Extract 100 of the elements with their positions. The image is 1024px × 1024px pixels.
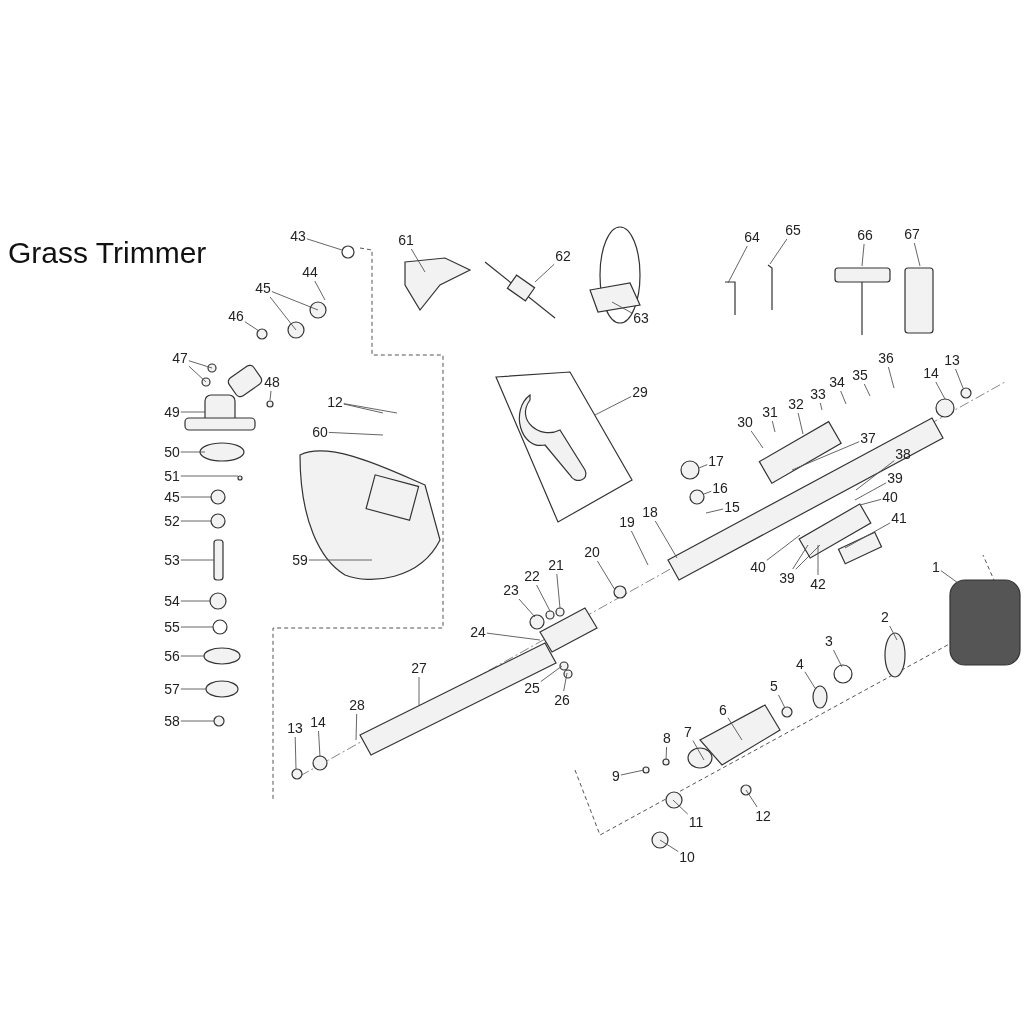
callout-number: 65 (785, 222, 801, 238)
leader-line (859, 498, 882, 506)
callout-number: 7 (684, 724, 692, 740)
callout-number: 33 (810, 386, 826, 402)
leader-line (745, 789, 758, 808)
leader-line (410, 248, 426, 273)
callout-number: 14 (310, 714, 326, 730)
leader-line (188, 360, 213, 369)
leader-line (804, 671, 816, 689)
leader-line (795, 544, 821, 570)
leader-line (343, 403, 384, 414)
leader-line (271, 291, 319, 311)
callout-number: 57 (164, 681, 180, 697)
callout-number: 32 (788, 396, 804, 412)
callout-number: 23 (503, 582, 519, 598)
callout-number: 61 (398, 232, 414, 248)
callout-number: 39 (887, 470, 903, 486)
leader-line (630, 530, 649, 566)
leader-line (540, 665, 563, 683)
callout-number: 55 (164, 619, 180, 635)
callout-number: 11 (688, 814, 704, 830)
callout-number: 53 (164, 552, 180, 568)
callout-number: 66 (857, 227, 873, 243)
leader-line (863, 383, 871, 397)
leader-line (791, 441, 860, 471)
callout-number: 1 (932, 559, 940, 575)
callout-number: 38 (895, 446, 911, 462)
callout-number: 16 (712, 480, 728, 496)
leader-line (180, 559, 215, 561)
callout-number: 28 (349, 697, 365, 713)
leader-line (314, 280, 326, 301)
callout-number: 5 (770, 678, 778, 694)
callout-number: 8 (663, 730, 671, 746)
leader-line (418, 676, 420, 706)
leader-line (698, 464, 708, 469)
leader-line (665, 746, 668, 761)
leader-line (940, 570, 959, 584)
leader-line (611, 301, 633, 314)
leader-line (269, 390, 272, 401)
leader-line (855, 460, 895, 491)
leader-line (180, 520, 213, 522)
leader-line (563, 672, 568, 692)
callout-number: 48 (264, 374, 280, 390)
leader-line (180, 655, 206, 657)
callout-number: 12 (755, 808, 771, 824)
leader-line (294, 736, 297, 770)
callout-number: 45 (255, 280, 271, 296)
callout-number: 43 (290, 228, 306, 244)
leader-line (887, 366, 895, 389)
callout-number: 12 (327, 394, 343, 410)
leader-line (778, 694, 786, 709)
callout-number: 47 (172, 350, 188, 366)
leader-line (180, 600, 212, 602)
leader-line (306, 238, 343, 251)
callout-number: 50 (164, 444, 180, 460)
callout-number: 59 (292, 552, 308, 568)
callout-number: 22 (524, 568, 540, 584)
leader-line (854, 482, 887, 501)
leader-line (180, 626, 214, 628)
callout-number: 20 (584, 544, 600, 560)
callout-number: 54 (164, 593, 180, 609)
leader-line (727, 245, 748, 284)
leader-line (654, 520, 678, 559)
leader-line (750, 430, 764, 449)
leader-line (180, 720, 215, 722)
leader-line (269, 296, 297, 331)
callout-number: 63 (633, 310, 649, 326)
leader-line (620, 769, 645, 776)
callout-number: 40 (882, 489, 898, 505)
leader-line (180, 688, 208, 690)
callout-number: 34 (829, 374, 845, 390)
leader-line (844, 522, 891, 549)
leader-line (308, 559, 373, 561)
callout-number: 17 (708, 453, 724, 469)
leader-line (343, 403, 398, 414)
callout-number: 52 (164, 513, 180, 529)
callout-number: 36 (878, 350, 894, 366)
leader-line (861, 243, 865, 267)
callout-number: 2 (881, 609, 889, 625)
leader-line (318, 730, 321, 758)
leader-line (180, 496, 213, 498)
callout-number: 26 (554, 692, 570, 708)
callout-number: 64 (744, 229, 760, 245)
callout-number: 31 (762, 404, 778, 420)
leader-line (672, 799, 689, 815)
callout-number: 19 (619, 514, 635, 530)
leader-line (180, 411, 206, 413)
callout-number: 6 (719, 702, 727, 718)
callout-number: 56 (164, 648, 180, 664)
callout-number: 62 (555, 248, 571, 264)
callout-number: 9 (612, 768, 620, 784)
leader-line (817, 544, 819, 576)
leader-line (518, 598, 536, 618)
leader-line (180, 475, 239, 477)
leader-line (536, 584, 551, 612)
callout-number: 13 (287, 720, 303, 736)
leader-line (556, 573, 561, 609)
leader-line (244, 321, 260, 332)
leader-line (188, 365, 207, 383)
callout-number: 21 (548, 557, 564, 573)
